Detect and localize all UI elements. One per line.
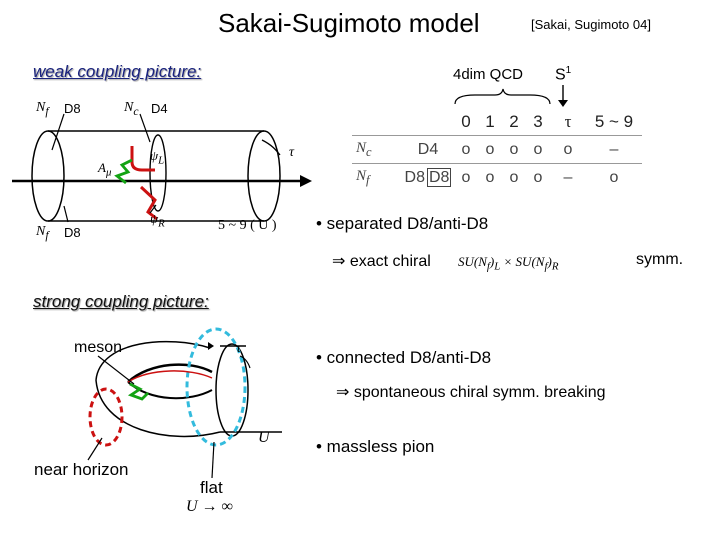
u-to-infinity-label: U → ∞ — [186, 498, 233, 515]
strong-coupling-heading: strong coupling picture: — [33, 292, 209, 311]
anti-d8-label: D8 — [427, 167, 452, 187]
bullet-connected: • connected D8/anti-D8 — [316, 348, 492, 367]
meson-string-red — [127, 370, 213, 383]
flat-pointer — [211, 441, 215, 479]
chiral-symmetry-formula: SU(Nf)L × SU(Nf)R — [458, 254, 559, 273]
row-nc-label: Nc — [352, 135, 402, 164]
row-nf-label: Nf — [352, 163, 402, 191]
strong-diagram — [87, 327, 282, 479]
flat-region-ring — [185, 327, 247, 447]
cylinder-right-end — [247, 130, 281, 222]
nc-d4-pointer — [139, 113, 151, 143]
upper-arrowhead — [208, 342, 214, 350]
nf-d8-pointer-bottom — [63, 205, 69, 223]
row-d4-brane: D4 — [402, 135, 454, 164]
near-horizon-label: near horizon — [34, 460, 129, 479]
flat-label: flat — [200, 478, 223, 497]
gluon-string-green — [114, 158, 133, 185]
cylinder-left-end — [31, 130, 65, 222]
table-cell: o — [478, 135, 502, 164]
exact-chiral-suffix: symm. — [636, 251, 684, 268]
d8-bottom-text: D8 — [64, 225, 81, 240]
table-cell: – — [550, 163, 586, 191]
brane-table-header: 0 1 2 3 τ 5 ~ 9 — [352, 108, 642, 136]
psi-l-label: ψL — [150, 148, 165, 167]
slide-title: Sakai-Sugimoto model — [218, 8, 480, 38]
table-cell: o — [526, 135, 550, 164]
psi-r-string-red — [139, 185, 158, 221]
tau-curve-strong — [239, 355, 251, 369]
s1-arrow-head — [558, 100, 568, 107]
outer-lower-curve — [95, 379, 221, 438]
meson-label: meson — [74, 339, 123, 356]
nf-d8-pointer-top — [51, 113, 65, 151]
col-0: 0 — [461, 111, 471, 131]
horn-top-curve — [127, 363, 213, 383]
weak-cylinder — [31, 130, 281, 222]
table-cell: o — [502, 163, 526, 191]
col-tau: τ — [564, 111, 572, 131]
weak-coupling-heading: weak coupling picture: — [33, 62, 202, 81]
u-axis-arrowhead — [300, 175, 312, 187]
meson-gluon-green — [127, 382, 149, 401]
citation: [Sakai, Sugimoto 04] — [531, 17, 651, 32]
tau-curve — [261, 139, 281, 156]
col-5-9: 5 ~ 9 — [594, 111, 634, 131]
table-cell: o — [586, 163, 642, 191]
tau-label-strong: τ — [236, 341, 242, 356]
a-mu-label: Aμ — [98, 160, 112, 179]
near-horizon-ring — [88, 387, 124, 447]
nc-label: Nc — [124, 100, 139, 118]
table-cell: o — [526, 163, 550, 191]
bullet-separated: • separated D8/anti-D8 — [316, 214, 489, 233]
tau-label: τ — [289, 145, 295, 160]
table-cell: – — [586, 135, 642, 164]
nf-d8-bottom-label: Nf — [36, 224, 49, 242]
d4-text: D4 — [151, 101, 168, 116]
exact-chiral-prefix: ⇒ exact chiral — [332, 253, 431, 270]
table-row: Nc D4 o o o o o – — [352, 135, 642, 164]
d8-top-text: D8 — [64, 101, 81, 116]
col-1: 1 — [485, 111, 495, 131]
d4-brane-ring — [149, 134, 167, 212]
table-cell: o — [502, 135, 526, 164]
s1-label: S1 — [555, 65, 572, 84]
table-cell: o — [478, 163, 502, 191]
table-cell: o — [454, 135, 478, 164]
col-3: 3 — [533, 111, 543, 131]
col-2: 2 — [509, 111, 519, 131]
near-horizon-pointer — [87, 437, 103, 461]
spontaneous-breaking-text: ⇒ spontaneous chiral symm. breaking — [336, 384, 606, 401]
qcd-brace — [454, 88, 551, 105]
meson-pointer — [97, 355, 135, 385]
u-label: U — [258, 429, 270, 446]
dims-5-9-label: 5 ~ 9 ( U ) — [218, 218, 277, 233]
table-cell: o — [454, 163, 478, 191]
psi-r-pointer — [149, 204, 157, 214]
bullet-massless-pion: • massless pion — [316, 437, 435, 456]
psi-l-string-red — [130, 146, 155, 172]
table-cell: o — [550, 135, 586, 164]
qcd-label: 4dim QCD — [453, 66, 524, 83]
psi-r-label: ψR — [150, 211, 165, 230]
nf-d8-top-label: Nf — [36, 100, 49, 118]
